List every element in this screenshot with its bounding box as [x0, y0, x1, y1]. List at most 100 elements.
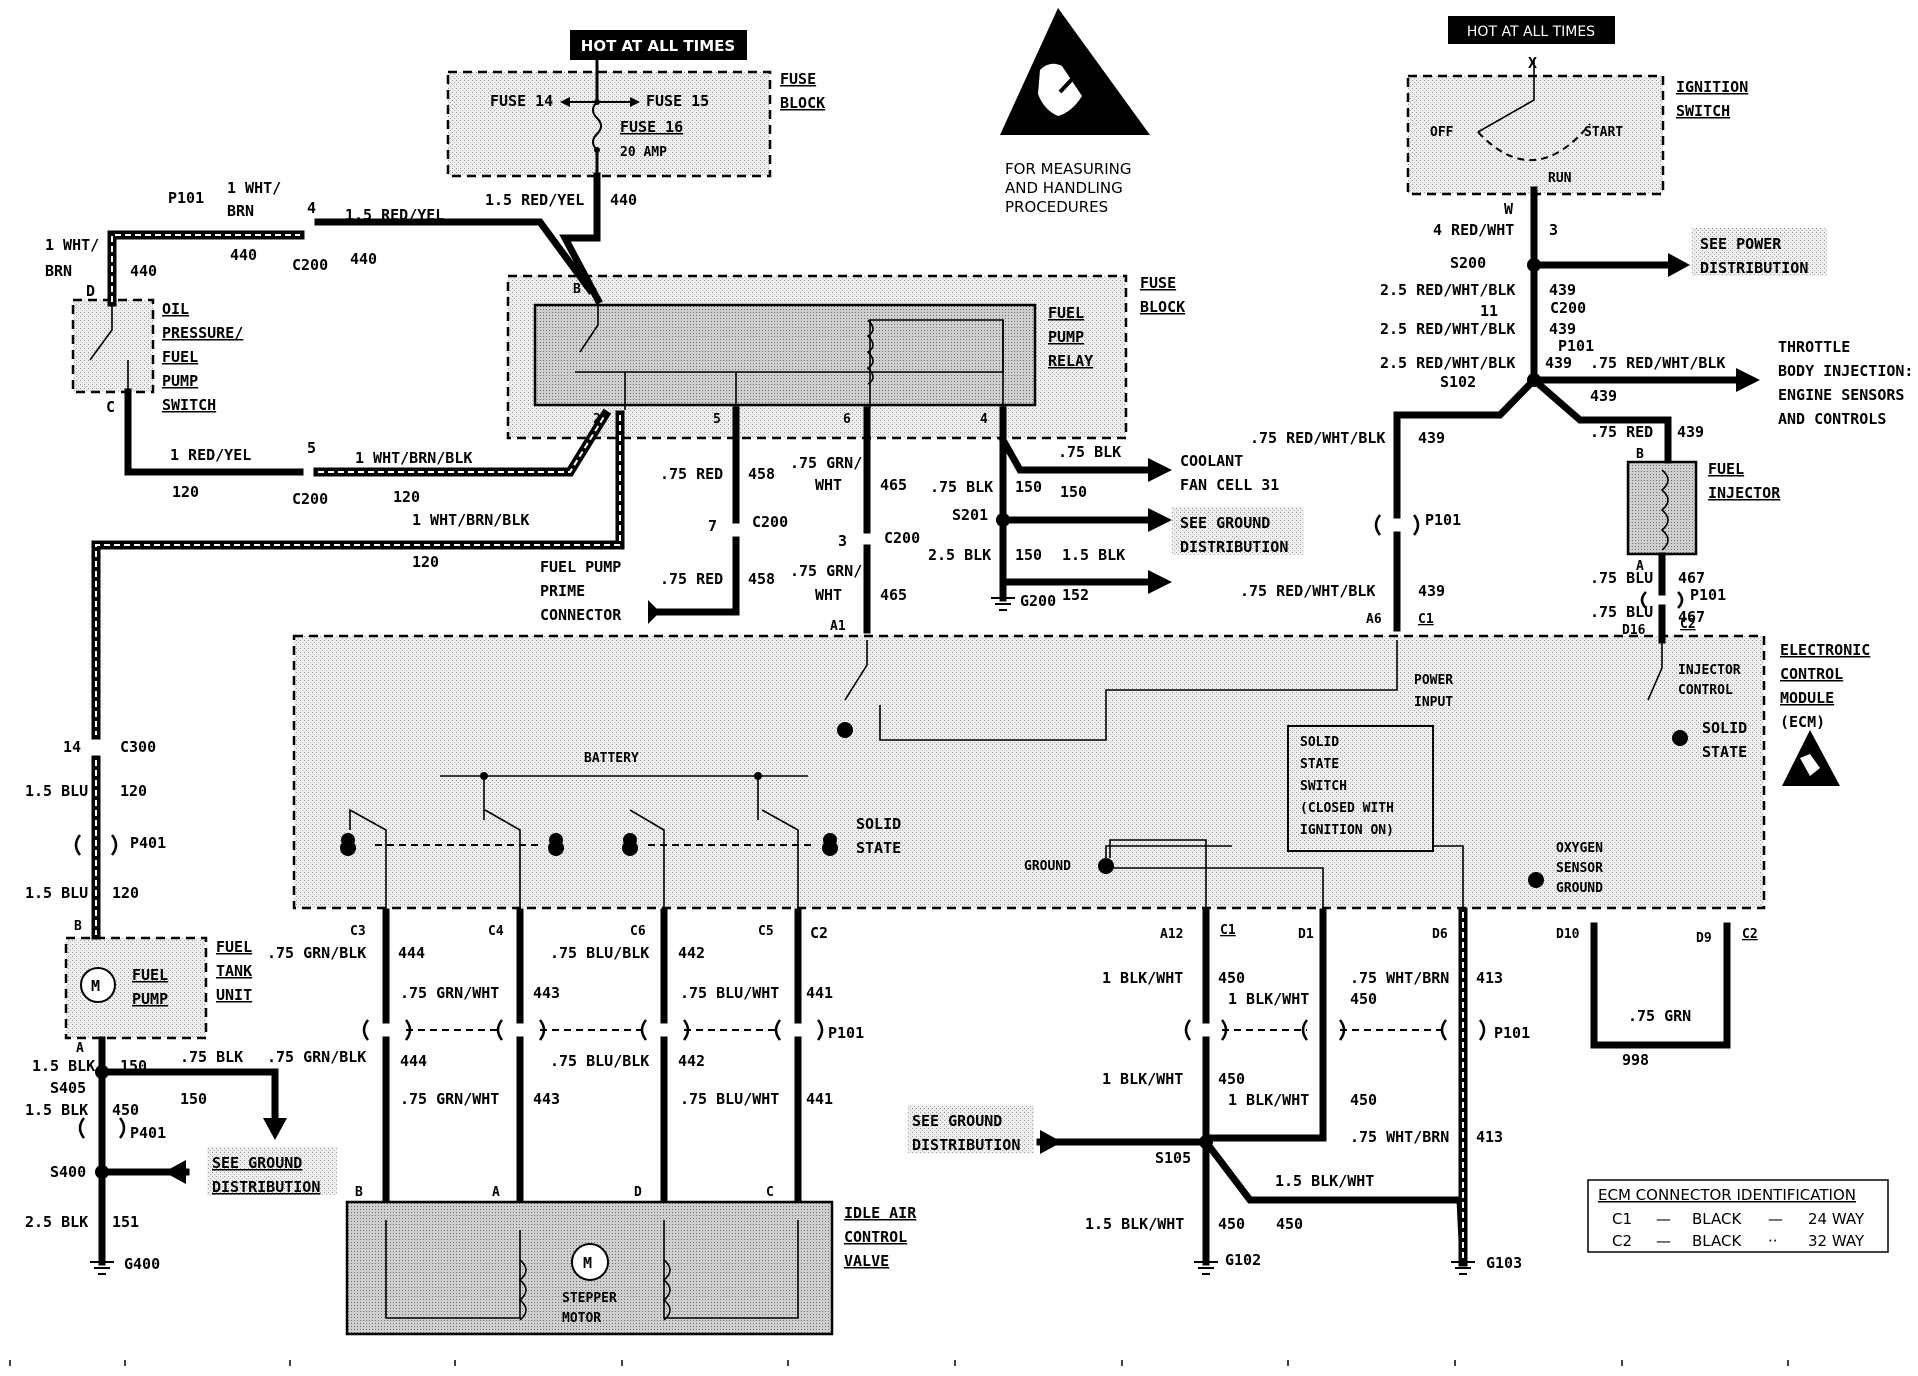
- ignition-run: RUN: [1548, 171, 1572, 186]
- connector-id-table: ECM CONNECTOR IDENTIFICATION C1 — BLACK …: [1598, 1186, 1865, 1250]
- wire-label: .75 BLK: [1058, 443, 1121, 461]
- ecm-pin-a6: A6: [1366, 612, 1382, 627]
- iac-pin-c: C: [766, 1185, 774, 1200]
- wire-label: 150: [180, 1090, 207, 1108]
- conn-id-d1: —: [1656, 1210, 1671, 1228]
- wire-label: 413: [1476, 969, 1503, 987]
- fuel-tank-pin-a: A: [76, 1041, 84, 1056]
- iac-title3: VALVE: [844, 1252, 889, 1270]
- wire-label: 152: [1062, 586, 1089, 604]
- wire-label: P101: [1425, 511, 1461, 529]
- ecm-solid-right1: SOLID: [1702, 719, 1747, 737]
- wire-label: 4 RED/WHT: [1433, 221, 1514, 239]
- injector-title1: FUEL: [1708, 460, 1744, 478]
- ecm-switch5: IGNITION ON): [1300, 823, 1394, 838]
- see-ground-1-bg: [1172, 507, 1304, 555]
- conn-id-c2: C2: [1612, 1232, 1632, 1250]
- wire-label: 120: [112, 884, 139, 902]
- oil-switch-pin-c: C: [106, 398, 115, 416]
- wire-label: 450: [1350, 990, 1377, 1008]
- wire-label: 458: [748, 465, 775, 483]
- wire-label: .75 GRN/WHT: [400, 1090, 499, 1108]
- ecm-power-input2: INPUT: [1414, 695, 1453, 710]
- wire-label: .75 BLU/BLK: [550, 944, 649, 962]
- conn-id-color1: BLACK: [1692, 1210, 1742, 1228]
- wire-label: .75 GRN/WHT: [400, 984, 499, 1002]
- fuel-pump-motor-icon: M: [80, 967, 116, 1003]
- prime-conn-2: PRIME: [540, 582, 585, 600]
- wire-label: .75 BLU/WHT: [680, 1090, 779, 1108]
- throttle-3: ENGINE SENSORS: [1778, 386, 1904, 404]
- wire-label: .75 BLK: [930, 478, 993, 496]
- see-ground-1a: SEE GROUND: [1180, 514, 1270, 532]
- wire-label: 450: [1218, 1070, 1245, 1088]
- wire-label: 1 BLK/WHT: [1102, 1070, 1183, 1088]
- wire-label: 450: [1350, 1091, 1377, 1109]
- wire-label: .75 GRN/BLK: [267, 1048, 366, 1066]
- ecm-switch1: SOLID: [1300, 735, 1339, 750]
- wire-label: BRN: [227, 202, 254, 220]
- ground-symbols: [90, 597, 1475, 1275]
- wire-label: 998: [1622, 1051, 1649, 1069]
- ecm-switch3: SWITCH: [1300, 779, 1347, 794]
- wire-label: .75 BLU: [1590, 569, 1653, 587]
- ignition-switch-box: [1406, 74, 1665, 196]
- wire-label: 444: [398, 944, 425, 962]
- iac-title1: IDLE AIR: [844, 1204, 917, 1222]
- wire-label: 120: [393, 488, 420, 506]
- ecm-pin-c1: C1: [1418, 612, 1434, 627]
- ignition-pin-x: X: [1528, 54, 1537, 72]
- fuel-tank-title1: FUEL: [216, 938, 252, 956]
- see-ground-2a: SEE GROUND: [212, 1154, 302, 1172]
- wire-label: S201: [952, 506, 988, 524]
- wire-label: 3: [1549, 221, 1558, 239]
- ecm-pin-d6: D6: [1432, 927, 1448, 942]
- iac-pin-a: A: [492, 1185, 500, 1200]
- ecm-pin-d10: D10: [1556, 927, 1580, 942]
- wire-label: .75 RED: [1590, 423, 1653, 441]
- wire-label: G200: [1020, 592, 1056, 610]
- wire-label: 439: [1545, 354, 1572, 372]
- wire-label: 450: [112, 1101, 139, 1119]
- injector-title2: INJECTOR: [1708, 484, 1781, 502]
- wire-label: 1 WHT/BRN/BLK: [412, 511, 529, 529]
- wire-label: .75 BLK: [180, 1048, 243, 1066]
- wire-label: 1.5 BLK/WHT: [1275, 1172, 1374, 1190]
- fuse-block-mid-title2: BLOCK: [1140, 298, 1185, 316]
- ignition-title1: IGNITION: [1676, 78, 1748, 96]
- wire-label: 151: [112, 1213, 139, 1231]
- wire-label: .75 RED/WHT/BLK: [1250, 429, 1385, 447]
- ecm-solid-right2: STATE: [1702, 743, 1747, 761]
- see-power-bg: [1692, 228, 1827, 276]
- ignition-pin-w: W: [1504, 200, 1514, 218]
- ignition-off: OFF: [1430, 125, 1454, 140]
- component-labels: FUSE BLOCK FUEL PUMP RELAY B 2 5 6 4 OIL…: [74, 54, 1913, 1326]
- wire-label: G400: [124, 1255, 160, 1273]
- svg-text:M: M: [91, 977, 100, 995]
- throttle-1: THROTTLE: [1778, 338, 1850, 356]
- fuel-tank-title3: UNIT: [216, 986, 252, 1004]
- wire-label: 150: [1015, 478, 1042, 496]
- fuel-tank-pin-b: B: [74, 919, 82, 934]
- wire-label: 442: [678, 1052, 705, 1070]
- wire-label: P101: [1558, 337, 1594, 355]
- see-ground-1b: DISTRIBUTION: [1180, 538, 1288, 556]
- wire-label: 442: [678, 944, 705, 962]
- wire-label: .75 WHT/BRN: [1350, 1128, 1449, 1146]
- oil-switch-title3: FUEL: [162, 348, 198, 366]
- see-power-a: SEE POWER: [1700, 235, 1782, 253]
- wire-label: 443: [533, 984, 560, 1002]
- wire-label: .75 BLU/BLK: [550, 1052, 649, 1070]
- fuse15-label: FUSE 15: [646, 92, 709, 110]
- wire-label: 5: [307, 439, 316, 457]
- ecm-solid-left1: SOLID: [856, 815, 901, 833]
- ecm-power-input1: POWER: [1414, 673, 1453, 688]
- relay-pin-2: 2: [593, 412, 601, 427]
- wire-label: .75 WHT/BRN: [1350, 969, 1449, 987]
- wire-label: P101: [828, 1024, 864, 1042]
- wire-label: 1.5 BLK/WHT: [1085, 1215, 1184, 1233]
- see-power-b: DISTRIBUTION: [1700, 259, 1808, 277]
- see-ground-3b: DISTRIBUTION: [912, 1136, 1020, 1154]
- ecm-pin-c5: C5: [758, 924, 774, 939]
